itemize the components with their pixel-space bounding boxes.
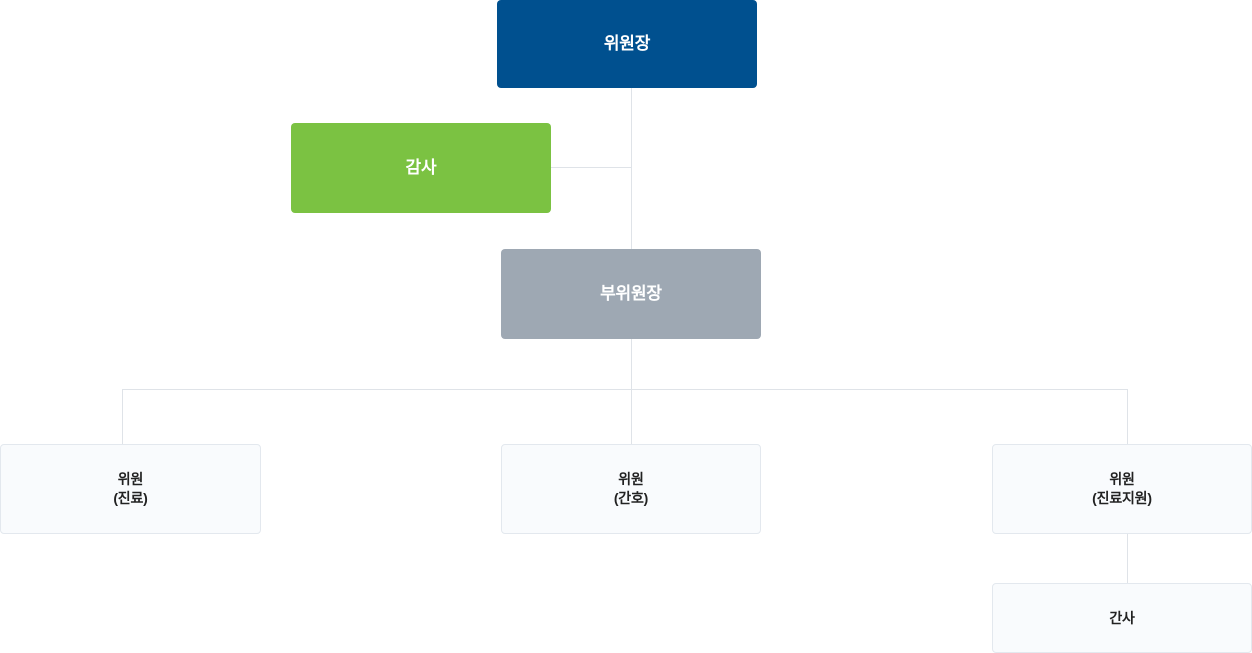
node-chair[interactable]: 위원장 [497, 0, 757, 88]
node-vice-chair[interactable]: 부위원장 [501, 249, 761, 339]
connector-drop-member-support [1127, 389, 1128, 445]
node-member-nursing[interactable]: 위원 (간호) [501, 444, 761, 534]
node-member-medical[interactable]: 위원 (진료) [0, 444, 261, 534]
node-member-support-label: 위원 (진료지원) [1092, 471, 1152, 506]
connector-support-to-secretary [1127, 533, 1128, 583]
connector-vice-down [631, 339, 632, 390]
node-secretary[interactable]: 간사 [992, 583, 1252, 653]
connector-drop-member-nursing [631, 389, 632, 445]
node-member-nursing-label: 위원 (간호) [613, 471, 649, 506]
node-chair-label: 위원장 [603, 33, 651, 53]
connector-member-bar [122, 389, 1128, 390]
node-secretary-label: 간사 [1109, 609, 1135, 626]
connector-drop-member-medical [122, 389, 123, 445]
node-audit-label: 감사 [405, 157, 437, 177]
node-audit[interactable]: 감사 [291, 123, 551, 213]
node-vice-chair-label: 부위원장 [600, 283, 662, 303]
node-member-medical-label: 위원 (진료) [113, 471, 148, 506]
node-member-support[interactable]: 위원 (진료지원) [992, 444, 1252, 534]
connector-audit-branch [551, 167, 632, 168]
connector-chair-to-vice [631, 88, 632, 249]
